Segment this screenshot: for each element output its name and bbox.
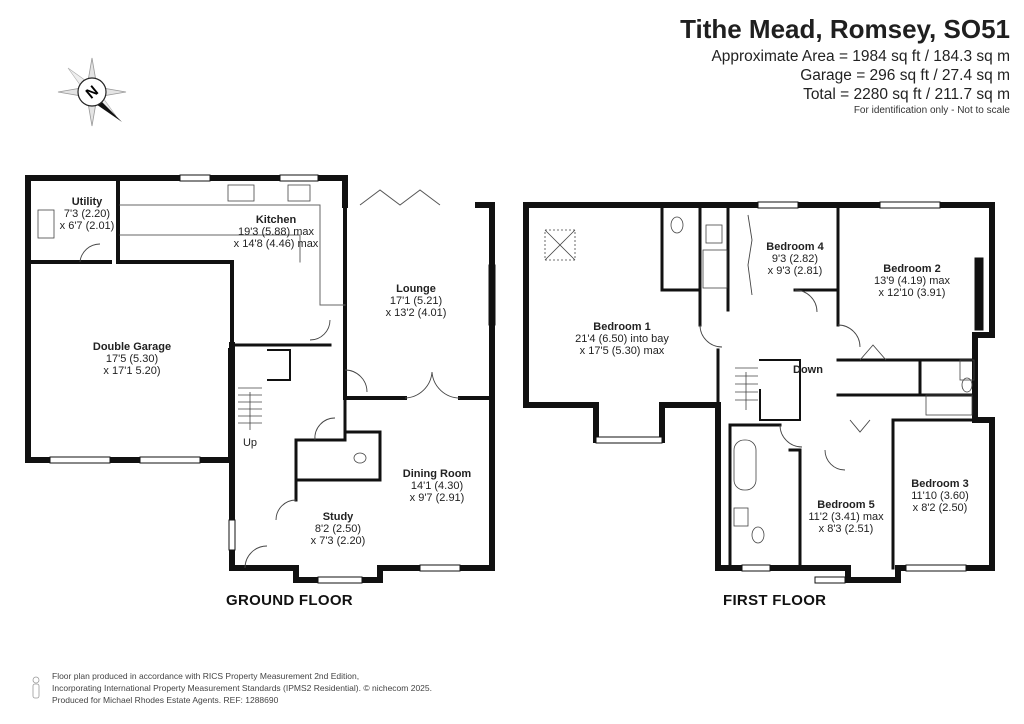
first-floor-windows xyxy=(595,201,984,584)
footer-line-2: Incorporating International Property Mea… xyxy=(52,683,432,693)
ground-floor-label: GROUND FLOOR xyxy=(226,592,353,609)
svg-text:19'3 (5.88) max: 19'3 (5.88) max xyxy=(238,226,315,238)
svg-text:x 7'3 (2.20): x 7'3 (2.20) xyxy=(311,535,366,547)
first-floor-fixtures xyxy=(544,216,975,544)
study-label: Study 8'2 (2.50) x 7'3 (2.20) xyxy=(311,511,366,547)
svg-text:Bedroom 1: Bedroom 1 xyxy=(593,321,650,333)
svg-text:x 9'7 (2.91): x 9'7 (2.91) xyxy=(410,492,465,504)
svg-text:x 17'1 5.20): x 17'1 5.20) xyxy=(103,365,160,377)
first-floor-walls xyxy=(523,202,995,583)
svg-text:x 8'3 (2.51): x 8'3 (2.51) xyxy=(819,523,874,535)
first-floor-label: FIRST FLOOR xyxy=(723,592,827,609)
svg-text:Double Garage: Double Garage xyxy=(93,341,171,353)
svg-text:7'3 (2.20): 7'3 (2.20) xyxy=(64,208,110,220)
svg-text:14'1 (4.30): 14'1 (4.30) xyxy=(411,480,463,492)
utility-label: Utility 7'3 (2.20) x 6'7 (2.01) xyxy=(60,196,115,232)
person-scale-icon xyxy=(32,676,40,699)
svg-text:Study: Study xyxy=(323,511,354,523)
first-floor-stairs xyxy=(735,367,758,410)
footer-line-3: Produced for Michael Rhodes Estate Agent… xyxy=(52,695,279,705)
svg-text:x 17'5 (5.30) max: x 17'5 (5.30) max xyxy=(580,345,665,357)
svg-text:Utility: Utility xyxy=(72,196,103,208)
svg-text:Bedroom 2: Bedroom 2 xyxy=(883,263,940,275)
svg-text:11'2 (3.41) max: 11'2 (3.41) max xyxy=(808,511,884,523)
svg-text:Kitchen: Kitchen xyxy=(256,214,297,226)
svg-text:x 12'10 (3.91): x 12'10 (3.91) xyxy=(879,287,946,299)
ground-floor-doors xyxy=(79,243,461,569)
garage-area: Garage = 296 sq ft / 27.4 sq m xyxy=(800,67,1010,84)
total-area: Total = 2280 sq ft / 211.7 sq m xyxy=(803,86,1010,103)
bedroom-4-label: Bedroom 4 9'3 (2.82) x 9'3 (2.81) xyxy=(766,241,824,277)
footer-text: Floor plan produced in accordance with R… xyxy=(52,670,432,706)
svg-text:Bedroom 4: Bedroom 4 xyxy=(766,241,824,253)
kitchen-label: Kitchen 19'3 (5.88) max x 14'8 (4.46) ma… xyxy=(234,214,319,250)
bedroom-3-label: Bedroom 3 11'10 (3.60) x 8'2 (2.50) xyxy=(911,478,969,514)
svg-text:8'2 (2.50): 8'2 (2.50) xyxy=(315,523,361,535)
lounge-bifold-door xyxy=(359,189,441,206)
svg-text:9'3 (2.82): 9'3 (2.82) xyxy=(772,253,818,265)
svg-text:Bedroom 5: Bedroom 5 xyxy=(817,499,874,511)
bedroom-2-label: Bedroom 2 13'9 (4.19) max x 12'10 (3.91) xyxy=(874,263,951,299)
bedroom-1-label: Bedroom 1 21'4 (6.50) into bay x 17'5 (5… xyxy=(575,321,669,357)
svg-text:Lounge: Lounge xyxy=(396,283,436,295)
double-garage-label: Double Garage 17'5 (5.30) x 17'1 5.20) xyxy=(93,341,171,377)
footer-line-1: Floor plan produced in accordance with R… xyxy=(52,671,360,681)
svg-text:x 6'7 (2.01): x 6'7 (2.01) xyxy=(60,220,115,232)
svg-text:17'1 (5.21): 17'1 (5.21) xyxy=(390,295,442,307)
ground-floor-windows xyxy=(49,174,496,584)
svg-text:21'4 (6.50) into bay: 21'4 (6.50) into bay xyxy=(575,333,669,345)
bedroom-5-label: Bedroom 5 11'2 (3.41) max x 8'3 (2.51) xyxy=(808,499,884,535)
approx-area: Approximate Area = 1984 sq ft / 184.3 sq… xyxy=(711,48,1010,65)
first-floor-doors xyxy=(699,214,887,471)
stairs-up-label: Up xyxy=(243,437,257,449)
ground-floor-fixtures xyxy=(37,184,367,464)
svg-text:11'10 (3.60): 11'10 (3.60) xyxy=(911,490,969,502)
lounge-label: Lounge 17'1 (5.21) x 13'2 (4.01) xyxy=(386,283,447,319)
disclaimer-note: For identification only - Not to scale xyxy=(853,105,1010,116)
svg-text:x 13'2 (4.01): x 13'2 (4.01) xyxy=(386,307,447,319)
dining-room-label: Dining Room 14'1 (4.30) x 9'7 (2.91) xyxy=(403,468,472,504)
compass-rose-icon: N xyxy=(57,57,127,127)
svg-text:13'9 (4.19) max: 13'9 (4.19) max xyxy=(874,275,951,287)
svg-text:17'5 (5.30): 17'5 (5.30) xyxy=(106,353,158,365)
svg-text:x 9'3 (2.81): x 9'3 (2.81) xyxy=(768,265,823,277)
stairs-down-label: Down xyxy=(793,364,823,376)
svg-text:x 8'2 (2.50): x 8'2 (2.50) xyxy=(913,502,968,514)
svg-text:Bedroom 3: Bedroom 3 xyxy=(911,478,968,490)
svg-text:Dining Room: Dining Room xyxy=(403,468,472,480)
svg-text:x 14'8 (4.46) max: x 14'8 (4.46) max xyxy=(234,238,319,250)
ground-floor-stairs xyxy=(238,387,262,430)
page-title: Tithe Mead, Romsey, SO51 xyxy=(680,14,1010,44)
